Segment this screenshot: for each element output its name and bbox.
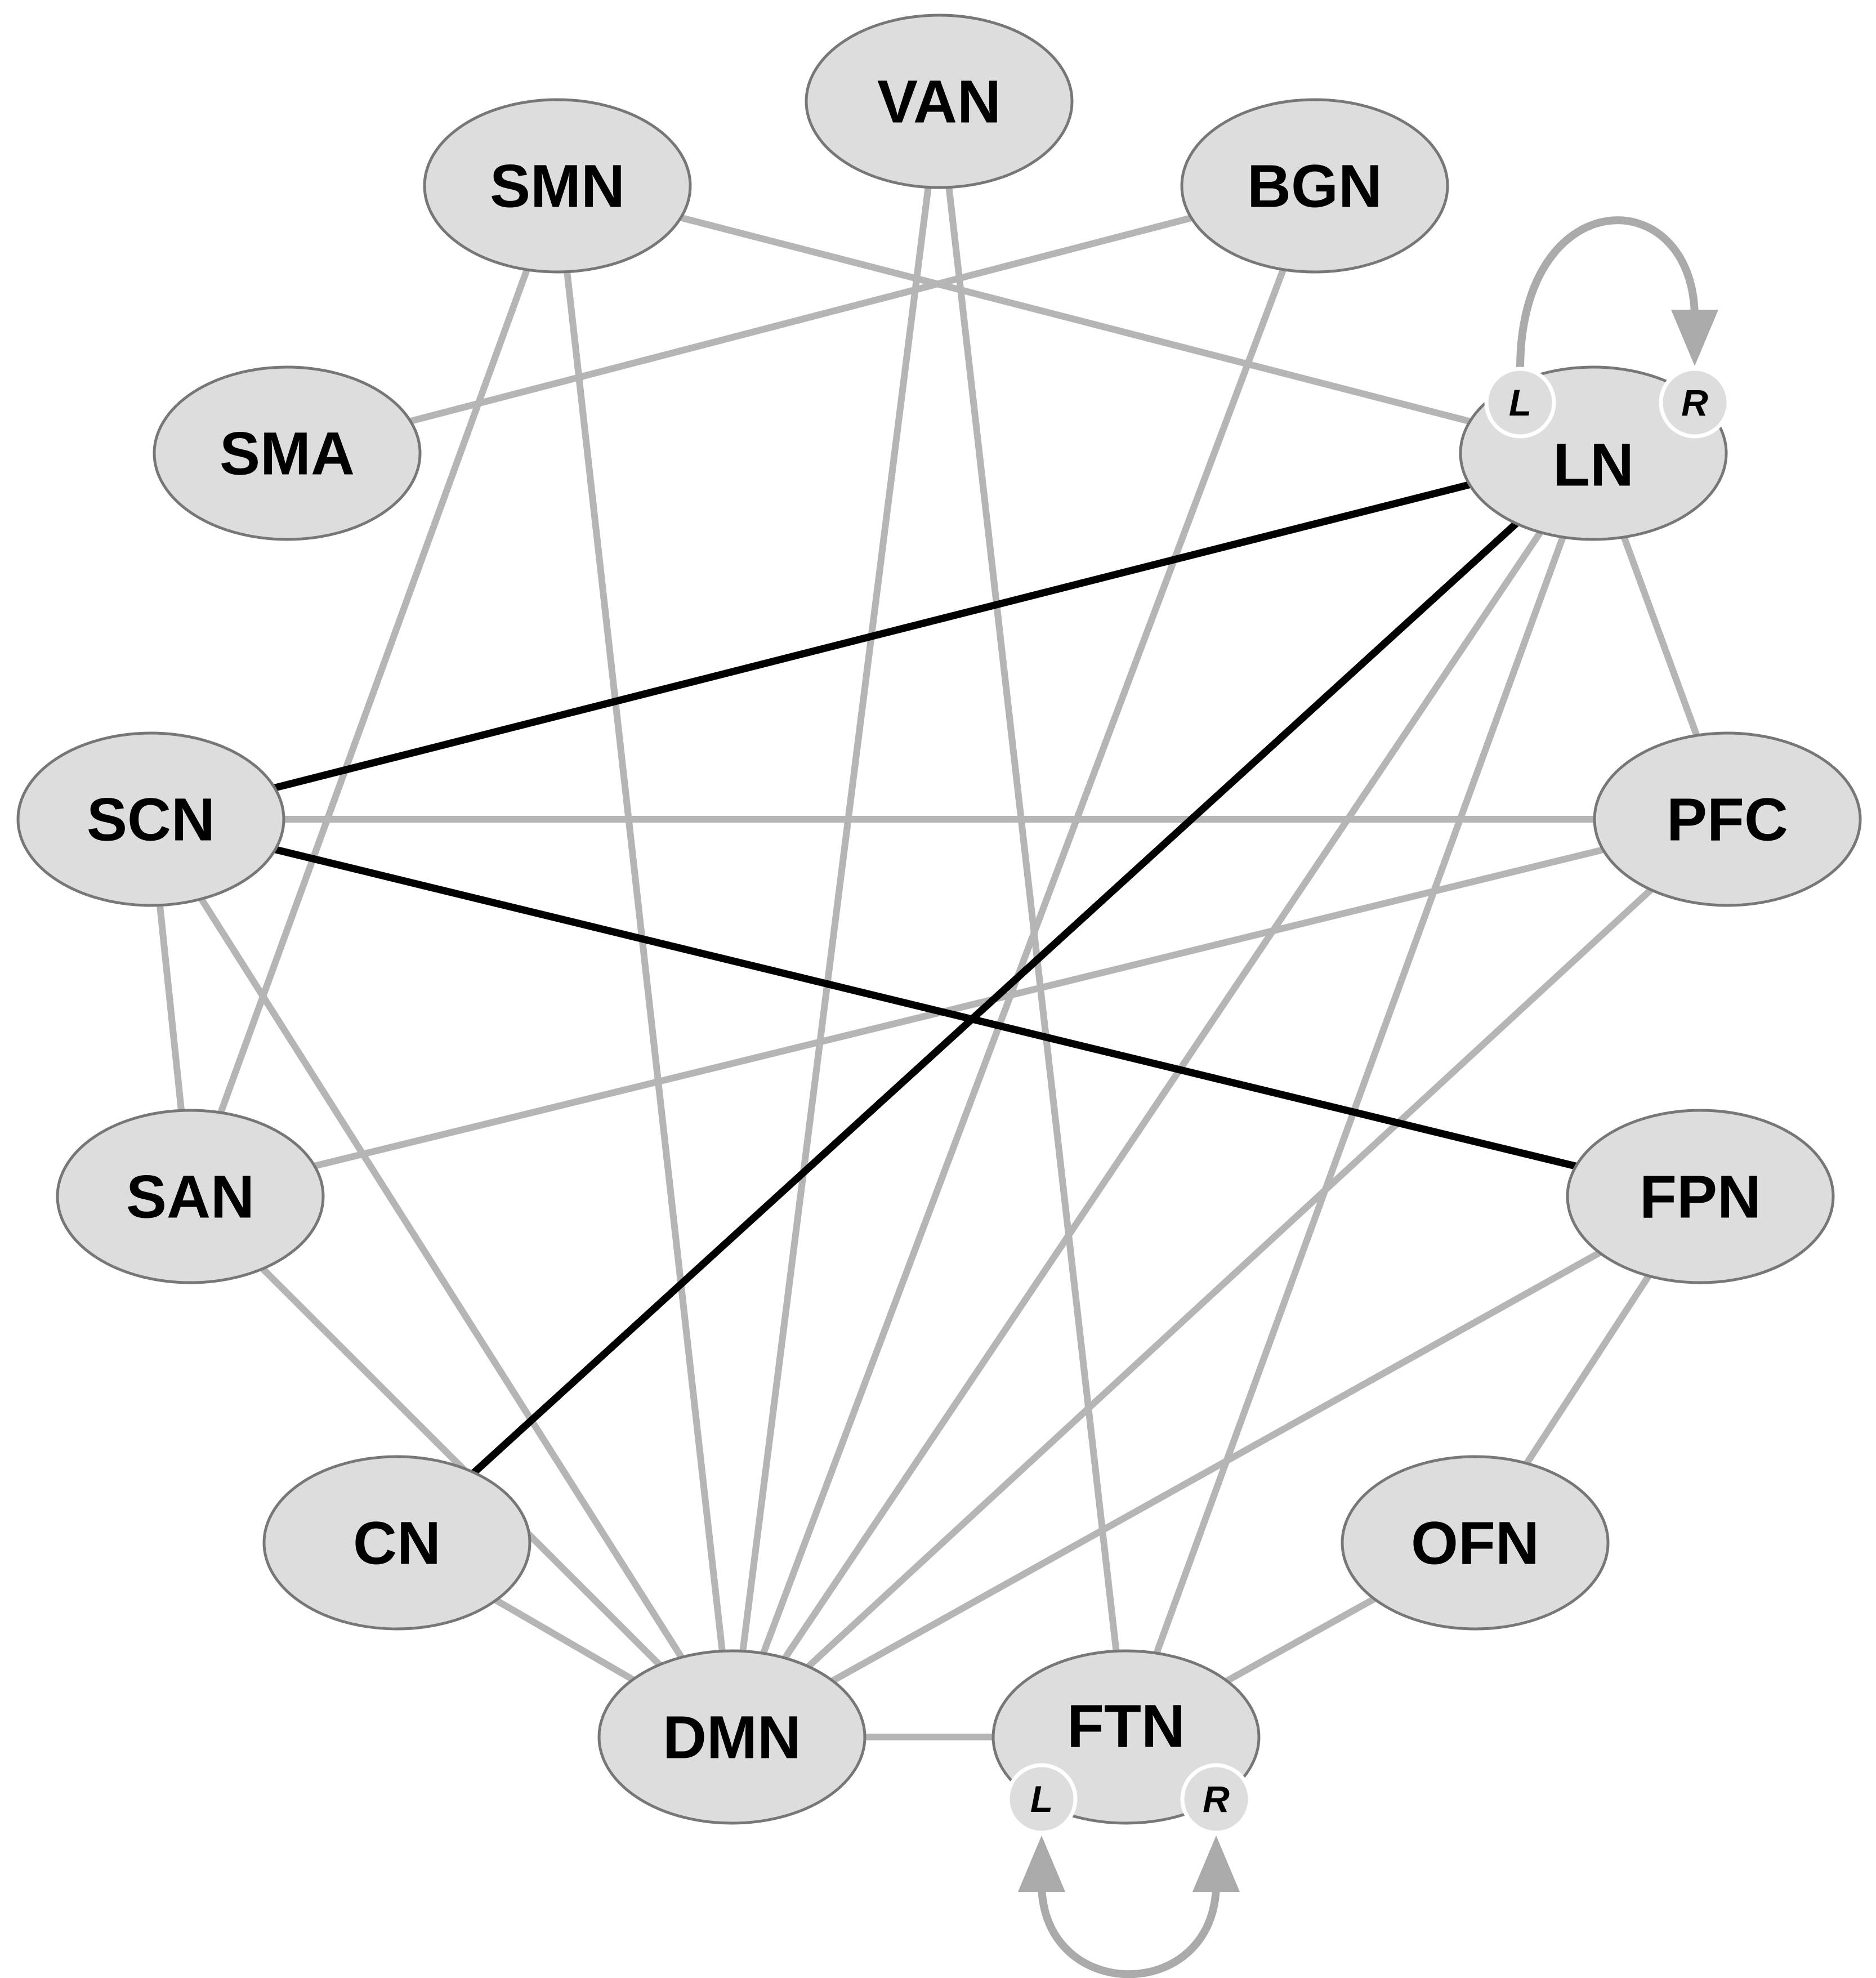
ln-port-l-circle xyxy=(1484,367,1556,439)
nodes-layer: VAN SMN BGN SMA LN SCN PFC SAN FPN CN OFN DMN FTN xyxy=(16,14,1862,1825)
node-bgn-shape xyxy=(1180,98,1449,274)
edge-ln-dmn xyxy=(729,450,1597,1740)
node-bgn: BGN xyxy=(1180,98,1449,274)
ln-port-l-label: L xyxy=(1509,382,1531,423)
node-ln-label: LN xyxy=(1553,431,1634,499)
node-cn: CN xyxy=(262,1455,531,1631)
edge-bgn-sma xyxy=(284,182,1318,457)
edge-smn-san xyxy=(187,182,561,1200)
node-cn-shape xyxy=(262,1455,531,1631)
ftn-self-loop xyxy=(1038,1883,1220,1978)
node-van: VAN xyxy=(805,14,1074,189)
node-van-label: VAN xyxy=(877,68,1001,136)
node-bgn-label: BGN xyxy=(1247,152,1382,220)
node-sma-shape xyxy=(153,365,422,541)
edge-ln-scn xyxy=(147,449,1597,823)
node-fpn-shape xyxy=(1566,1109,1835,1284)
ln-port-r-circle xyxy=(1659,367,1731,439)
ftn-port-l-circle xyxy=(1006,1763,1078,1835)
edge-smn-ln xyxy=(554,182,1597,457)
ln-port-l: L xyxy=(1484,367,1556,439)
node-scn: SCN xyxy=(16,731,285,907)
edge-fpn-dmn xyxy=(729,1193,1704,1740)
node-cn-label: CN xyxy=(353,1509,441,1577)
edge-pfc-dmn xyxy=(729,816,1731,1740)
node-sma-label: SMA xyxy=(220,419,355,488)
ftn-self-loop-arrowhead-r xyxy=(1192,1836,1240,1892)
ftn-port-l-label: L xyxy=(1030,1778,1053,1820)
edge-scn-fpn xyxy=(147,815,1704,1200)
node-pfc-shape xyxy=(1593,731,1862,907)
ftn-self-loop-arrowhead-l xyxy=(1018,1836,1065,1892)
ln-self-loop xyxy=(1516,216,1699,369)
node-smn-label: SMN xyxy=(490,152,625,220)
node-san: SAN xyxy=(56,1109,325,1284)
edge-van-dmn xyxy=(729,98,943,1740)
node-scn-shape xyxy=(16,731,285,907)
ln-self-loop-arrowhead xyxy=(1671,310,1718,366)
edge-ln-ftn xyxy=(1123,450,1597,1740)
node-pfc-label: PFC xyxy=(1667,785,1788,854)
node-ofn: OFN xyxy=(1341,1455,1610,1631)
node-dmn: DMN xyxy=(597,1649,866,1825)
ftn-port-r: R xyxy=(1180,1763,1252,1835)
edge-pfc-san xyxy=(187,816,1731,1200)
node-ftn-label: FTN xyxy=(1067,1692,1185,1760)
node-pfc: PFC xyxy=(1593,731,1862,907)
node-sma: SMA xyxy=(153,365,422,541)
node-fpn: FPN xyxy=(1566,1109,1835,1284)
self-loops-layer xyxy=(1018,216,1718,1978)
edge-ln-cn xyxy=(393,449,1597,1547)
ftn-port-r-circle xyxy=(1180,1763,1252,1835)
node-san-label: SAN xyxy=(126,1163,254,1231)
ln-port-r-label: R xyxy=(1681,382,1708,423)
node-ofn-label: OFN xyxy=(1411,1509,1539,1577)
node-dmn-shape xyxy=(597,1649,866,1825)
node-van-shape xyxy=(805,14,1074,189)
node-ofn-shape xyxy=(1341,1455,1610,1631)
edge-van-ftn xyxy=(936,98,1129,1740)
node-fpn-label: FPN xyxy=(1640,1163,1761,1231)
node-dmn-label: DMN xyxy=(663,1703,801,1771)
edge-bgn-dmn xyxy=(729,182,1318,1740)
node-smn: SMN xyxy=(423,98,692,274)
ftn-port-r-label: R xyxy=(1203,1778,1230,1820)
edge-scn-dmn xyxy=(148,816,735,1740)
node-san-shape xyxy=(56,1109,325,1284)
edge-smn-dmn xyxy=(554,182,735,1740)
ports-layer: L R L R xyxy=(1006,367,1731,1835)
node-smn-shape xyxy=(423,98,692,274)
ftn-port-l: L xyxy=(1006,1763,1078,1835)
ln-port-r: R xyxy=(1659,367,1731,439)
node-scn-label: SCN xyxy=(87,785,215,854)
